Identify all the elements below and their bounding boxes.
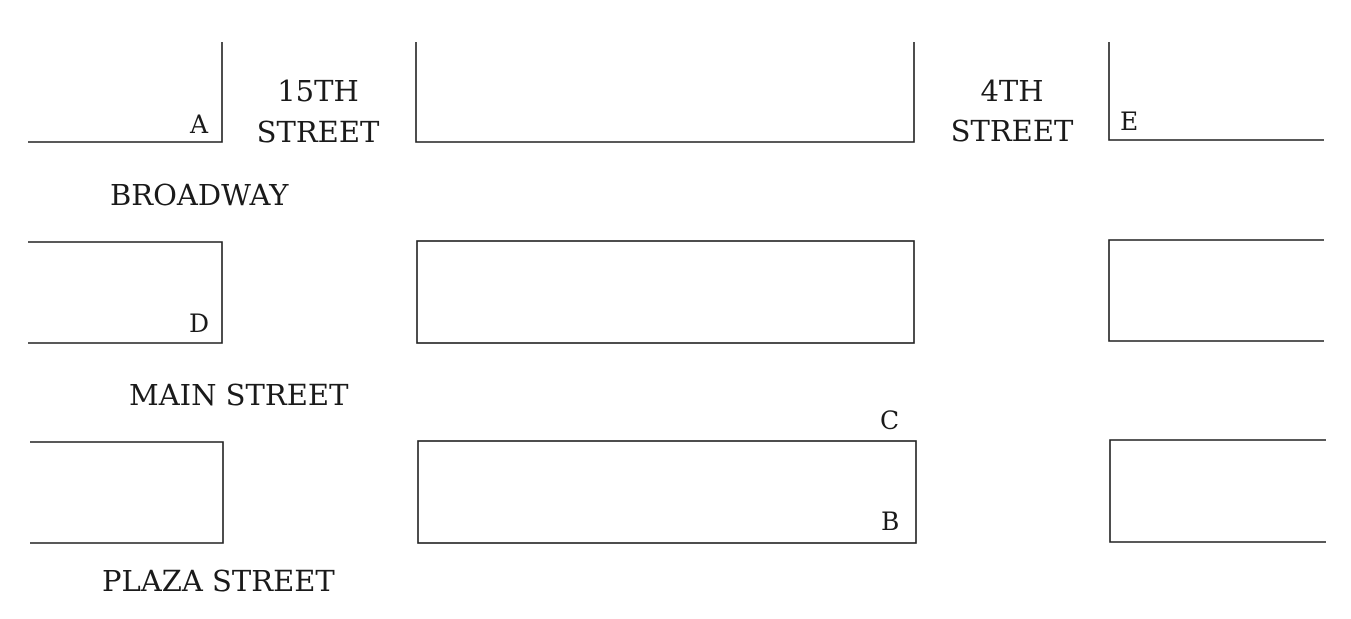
block-bottom-right bbox=[1109, 439, 1326, 543]
block-bottom-left bbox=[30, 441, 224, 544]
point-c-label: C bbox=[880, 406, 899, 435]
fourth-street-label-line1: 4TH bbox=[980, 74, 1043, 108]
block-middle-left bbox=[28, 241, 223, 344]
block-top-center bbox=[415, 42, 915, 143]
block-top-left bbox=[28, 42, 223, 143]
block-top-right bbox=[1108, 42, 1324, 141]
fifteenth-street-label-line2: STREET bbox=[257, 115, 380, 149]
main-street-label: MAIN STREET bbox=[129, 378, 349, 412]
block-middle-center bbox=[416, 240, 915, 344]
point-b-label: B bbox=[881, 507, 899, 536]
plaza-street-label: PLAZA STREET bbox=[102, 564, 335, 598]
point-a-label: A bbox=[189, 110, 209, 139]
point-e-label: E bbox=[1120, 107, 1138, 136]
fifteenth-street-label-line1: 15TH bbox=[277, 74, 359, 108]
broadway-label: BROADWAY bbox=[110, 178, 289, 212]
fourth-street-label-line2: STREET bbox=[951, 114, 1074, 148]
block-middle-right bbox=[1108, 239, 1324, 342]
point-d-label: D bbox=[189, 309, 209, 338]
block-bottom-center bbox=[417, 440, 917, 544]
